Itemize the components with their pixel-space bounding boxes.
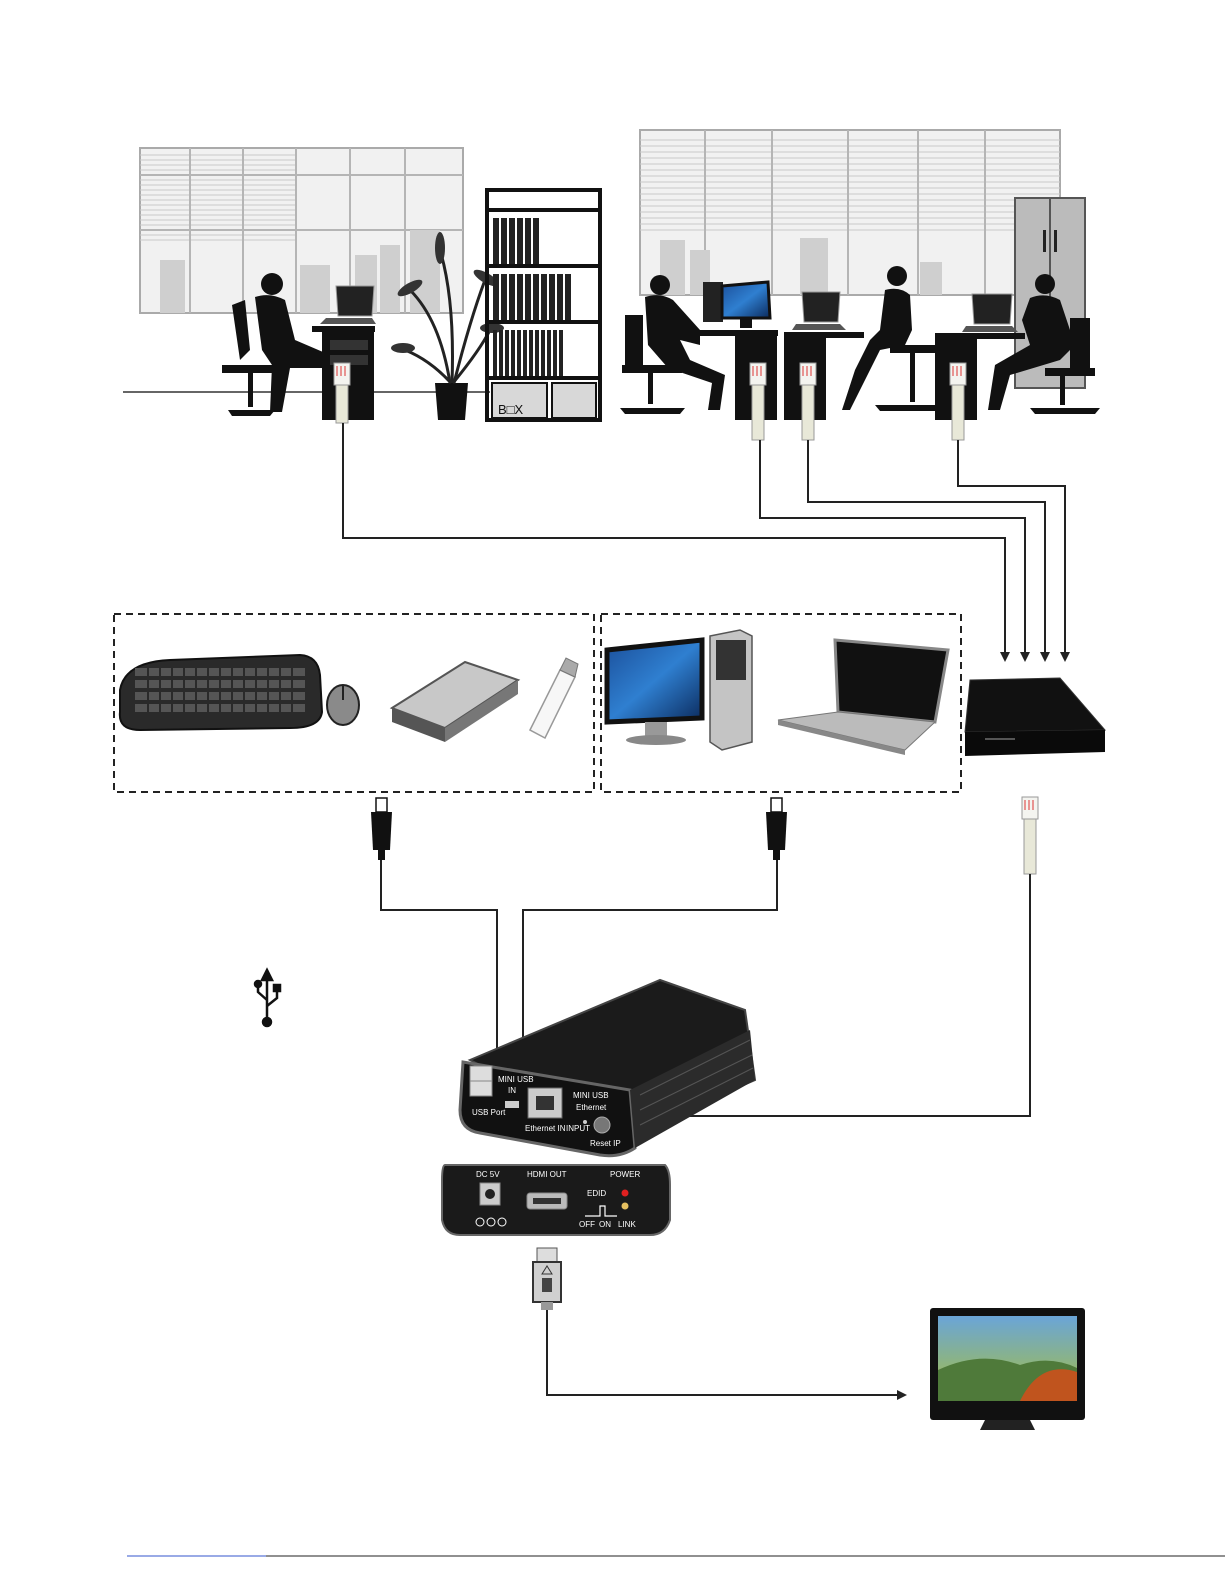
label-input: INPUT xyxy=(566,1124,590,1133)
television xyxy=(930,1308,1085,1430)
rj45-plug-switch xyxy=(1022,797,1038,874)
usb-flash-drive xyxy=(530,658,578,738)
label-off: OFF xyxy=(579,1220,595,1229)
mini-usb-in-port xyxy=(505,1101,519,1108)
hdmi-plug xyxy=(533,1248,561,1310)
label-mini-usb-ethernet: MINI USB xyxy=(573,1091,609,1100)
label-on: ON xyxy=(599,1220,611,1229)
usb-plug-peripherals xyxy=(371,798,392,860)
power-led xyxy=(622,1190,629,1197)
label-dc-5v: DC 5V xyxy=(476,1170,500,1179)
ethernet-cables-to-switch xyxy=(343,423,1065,660)
rj45-plug-desk-4 xyxy=(950,363,966,440)
rj45-plug-desk-2 xyxy=(750,363,766,440)
mouse xyxy=(327,685,359,725)
label-reset-ip: Reset IP xyxy=(590,1139,621,1148)
network-switch xyxy=(965,678,1105,756)
label-link: LINK xyxy=(618,1220,636,1229)
rj45-plug-desk-1 xyxy=(334,363,350,423)
rj45-plug-desk-3 xyxy=(800,363,816,440)
link-led xyxy=(622,1203,629,1210)
right-window xyxy=(640,130,1060,295)
label-hdmi-out: HDMI OUT xyxy=(527,1170,567,1179)
box-label: B□X xyxy=(498,402,524,417)
receiver-back-panel: DC 5V HDMI OUT POWER EDID OFF ON LINK xyxy=(442,1165,670,1235)
label-mini-usb-in-2: IN xyxy=(508,1086,516,1095)
label-mini-usb-ethernet-2: Ethernet xyxy=(576,1103,607,1112)
label-usb-port: USB Port xyxy=(472,1108,506,1117)
hdmi-cable-to-tv xyxy=(547,1310,905,1395)
label-power: POWER xyxy=(610,1170,640,1179)
desktop-computer xyxy=(607,630,752,750)
external-hard-drive xyxy=(392,662,518,742)
keyboard xyxy=(120,655,322,730)
bookshelf: B□X xyxy=(487,190,600,420)
usb-plug-computers xyxy=(766,798,787,860)
label-ethernet-in: Ethernet IN xyxy=(525,1124,566,1133)
receiver-front-panel: USB Port MINI USB IN Ethernet IN MINI US… xyxy=(460,980,755,1156)
label-mini-usb-in: MINI USB xyxy=(498,1075,534,1084)
reset-ip-button xyxy=(594,1117,610,1133)
laptop-computer xyxy=(778,640,948,755)
usb-logo-icon xyxy=(255,970,280,1026)
label-edid: EDID xyxy=(587,1189,606,1198)
